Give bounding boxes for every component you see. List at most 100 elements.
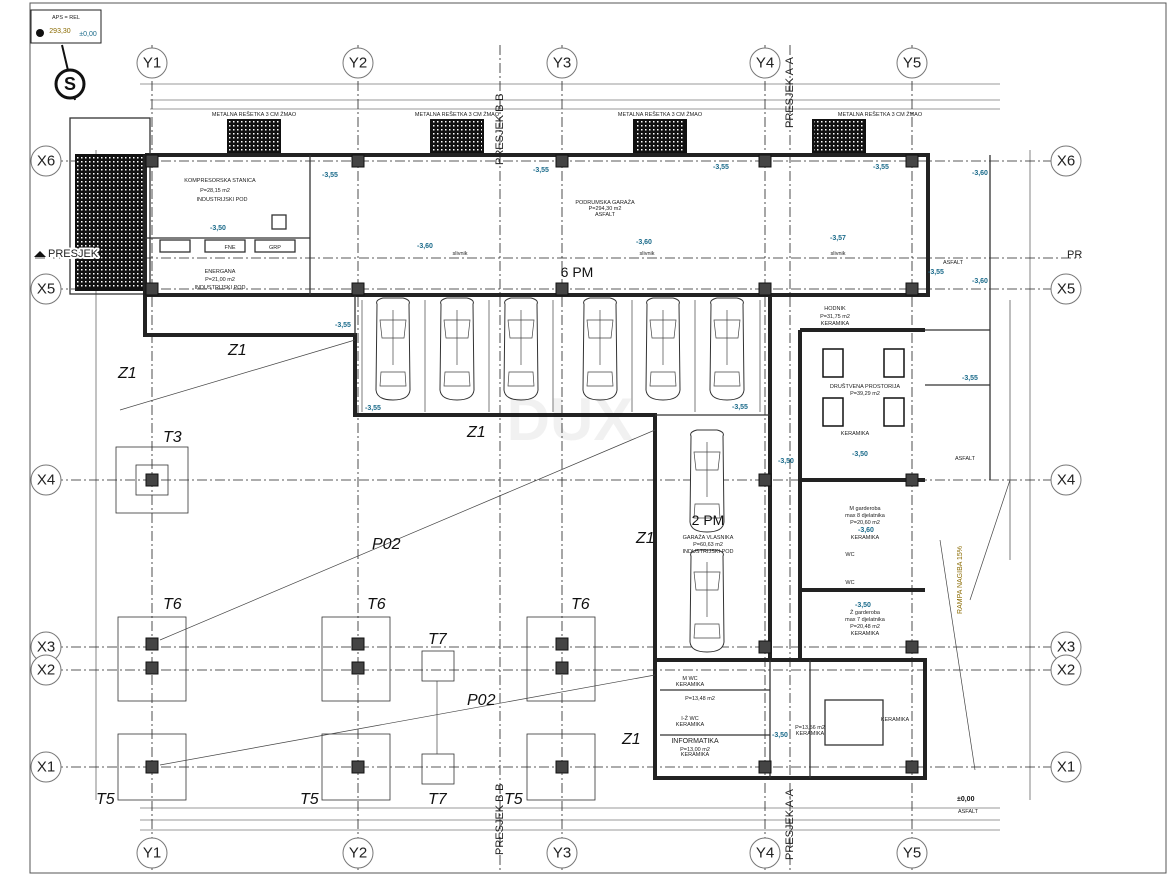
section-left-mark: PRESJEK — [34, 246, 101, 262]
walls — [69, 117, 1011, 780]
plan-label: Ž garderoba — [850, 608, 881, 616]
plan-label: P=60,63 m2 — [693, 542, 723, 548]
plan-label: X6 — [1057, 153, 1075, 170]
parked-cars — [361, 297, 761, 653]
plan-label: P=28,15 m2 — [200, 188, 230, 194]
abs-level: 293,30 — [49, 28, 71, 35]
plan-label: -3,55 — [732, 404, 748, 411]
plan-label: KERAMIKA — [681, 752, 710, 758]
plan-label: Z1 — [117, 365, 137, 382]
plan-label: X3 — [37, 639, 55, 656]
plan-label: Y1 — [143, 55, 161, 72]
plan-label: -3,60 — [858, 527, 874, 534]
plan-label: -3,50 — [852, 451, 868, 458]
plan-label: T5 — [96, 791, 115, 808]
plan-label: Z1 — [466, 424, 486, 441]
plan-label: max 7 djelatnika — [845, 617, 886, 623]
room-owner-garage: 2 PM GARAŽA VLASNIKA P=60,63 m2 INDUSTRI… — [682, 512, 733, 555]
plan-label: X4 — [37, 472, 55, 489]
plan-label: Y5 — [903, 55, 921, 72]
grid-bubbles-left: X6 X5 X4 X3 X2 X1 — [30, 145, 62, 783]
plan-label: X3 — [1057, 639, 1075, 656]
columns — [145, 154, 919, 774]
plan-label: X5 — [37, 281, 55, 298]
plan-label: S — [64, 74, 76, 94]
plan-label: X5 — [1057, 281, 1075, 298]
plan-label: GARAŽA VLASNIKA — [683, 533, 734, 541]
plan-label: slivnik — [640, 251, 655, 257]
plan-label: P=31,75 m2 — [820, 314, 850, 320]
zone-labels: Z1 Z1 Z1 Z1 Z1 P02 P02 T3 T6 T6 T6 T7 T7… — [96, 342, 655, 808]
plan-label: PODRUMSKA GARAŽA — [575, 198, 635, 206]
plan-label: ASFALT — [595, 212, 616, 218]
footings — [115, 339, 656, 801]
level-marks: -3,55 -3,55 -3,55 -3,55 -3,60 -3,60 -3,6… — [322, 164, 988, 803]
plan-label: max 8 djelatnika — [845, 513, 886, 519]
plan-label: T3 — [163, 429, 182, 446]
level-legend: APS = REL 293,30 ±0,00 — [30, 9, 102, 44]
plan-label: X2 — [1057, 662, 1075, 679]
plan-label: METALNA REŠETKA 3 CM ŽMAO — [415, 110, 500, 118]
plan-label: METALNA REŠETKA 3 CM ŽMAO — [838, 110, 923, 118]
plan-label: T5 — [300, 791, 319, 808]
room-stair-hall: P=13,56 m2 KERAMIKA -3,50 KERAMIKA — [772, 717, 910, 739]
plan-label: -3,55 — [365, 405, 381, 412]
plan-label: M WC — [682, 676, 697, 682]
plan-label: P=21,00 m2 — [205, 277, 235, 283]
plan-label: T7 — [428, 791, 448, 808]
plan-label: P02 — [372, 536, 401, 553]
plan-label: -3,50 — [772, 732, 788, 739]
section-aa-top: PRESJEK A-A — [784, 56, 796, 128]
plan-label: P=39,29 m2 — [850, 391, 880, 397]
ramp-label: RAMPA NAGIBA 15% — [957, 546, 964, 614]
section-bb-top: PRESJEK B-B — [494, 93, 506, 165]
asphalt-label-1: ASFALT — [943, 260, 964, 266]
plan-label: Z1 — [621, 731, 641, 748]
plan-label: X1 — [37, 759, 55, 776]
plan-label: KERAMIKA — [851, 631, 880, 637]
plan-label: METALNA REŠETKA 3 CM ŽMAO — [618, 110, 703, 118]
room-z-locker: -3,50 Ž garderoba max 7 djelatnika P=20,… — [845, 602, 886, 637]
plan-label: -3,60 — [972, 170, 988, 177]
plan-label: P02 — [467, 692, 496, 709]
plan-label: P=20,60 m2 — [850, 520, 880, 526]
plan-label: P=294,30 m2 — [589, 206, 622, 212]
plan-label: I-Ž WC — [681, 714, 698, 722]
plan-label: -3,57 — [830, 235, 846, 242]
plan-label: KERAMIKA — [821, 321, 850, 327]
plan-label: X1 — [1057, 759, 1075, 776]
plan-label: WC — [845, 552, 854, 558]
plan-label: KERAMIKA — [881, 717, 910, 723]
plan-label: 6 PM — [561, 264, 594, 280]
legend-title: APS = REL — [52, 15, 80, 21]
plan-label: ENERGANA — [205, 269, 236, 275]
plan-label: T6 — [571, 596, 590, 613]
north-arrow-icon: S — [54, 44, 86, 101]
room-wc-block: M WC KERAMIKA P=13,48 m2 I-Ž WC KERAMIKA — [676, 676, 715, 728]
asphalt-label-3: ASFALT — [958, 809, 979, 815]
level-marker-icon — [36, 29, 44, 37]
plan-label: -3,50 — [210, 225, 226, 232]
section-left: PRESJEK — [48, 248, 99, 260]
plan-label: P=13,56 m2 — [795, 725, 825, 731]
plan-label: X4 — [1057, 472, 1075, 489]
plan-label: -3,55 — [873, 164, 889, 171]
room-corridor: HODNIK P=31,75 m2 KERAMIKA — [820, 306, 850, 327]
plan-label: X2 — [37, 662, 55, 679]
grid-bubbles-top: Y1 Y2 Y3 Y4 Y5 — [136, 47, 928, 79]
section-bb-bottom: PRESJEK B-B — [494, 783, 506, 855]
sheet-frame — [29, 2, 1167, 874]
plan-label: P=20,48 m2 — [850, 624, 880, 630]
section-right: PR — [1067, 249, 1082, 261]
plan-label: M garderoba — [849, 506, 881, 512]
plan-label: Y3 — [553, 845, 571, 862]
plan-label: -3,55 — [928, 269, 944, 276]
plan-label: METALNA REŠETKA 3 CM ŽMAO — [212, 110, 297, 118]
plan-label: KERAMIKA — [676, 722, 705, 728]
plan-label: Y1 — [143, 845, 161, 862]
plan-label: KERAMIKA — [796, 731, 825, 737]
asphalt-label-2: ASFALT — [955, 456, 976, 462]
plan-label: KOMPRESORSKA STANICA — [184, 178, 256, 184]
plan-label: KERAMIKA — [676, 682, 705, 688]
